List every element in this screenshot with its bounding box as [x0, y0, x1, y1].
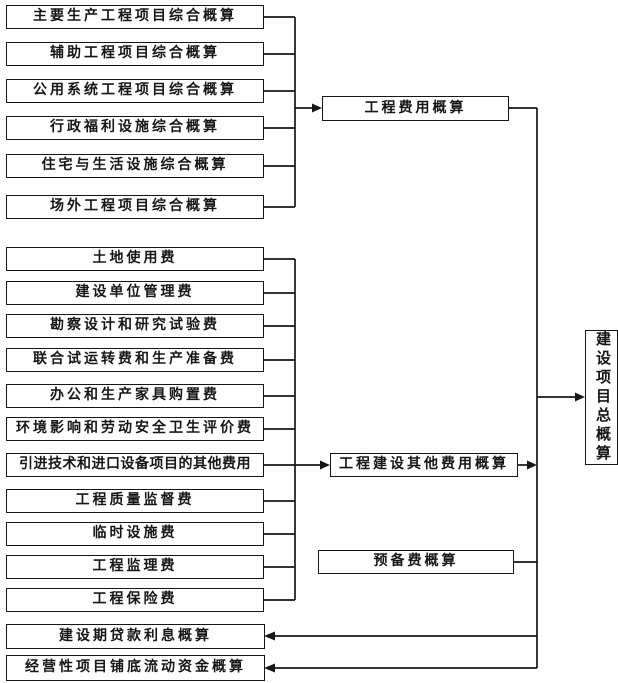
box-project-supervision-fee: 工程监理费 [6, 555, 264, 579]
box-project-insurance-fee: 工程保险费 [6, 588, 264, 612]
box-working-capital-estimate: 经营性项目铺底流动资金概算 [6, 655, 265, 681]
box-offsite-works-estimate: 场外工程项目综合概算 [6, 195, 264, 219]
box-main-production-estimate: 主要生产工程项目综合概算 [6, 5, 264, 29]
box-office-furniture-fee: 办公和生产家具购置费 [6, 384, 264, 408]
box-imported-tech-equipment-fee: 引进技术和进口设备项目的其他费用 [6, 453, 264, 477]
box-quality-supervision-fee: 工程质量监督费 [6, 489, 264, 513]
box-total-project-estimate: 建设项目总概算 [585, 330, 618, 465]
box-temporary-facilities-fee: 临时设施费 [6, 522, 264, 546]
box-reserve-fund-estimate: 预备费概算 [318, 550, 514, 574]
box-land-use-fee: 土地使用费 [6, 247, 264, 271]
box-loan-interest-estimate: 建设期贷款利息概算 [6, 624, 265, 649]
box-survey-design-research-fee: 勘察设计和研究试验费 [6, 314, 264, 338]
box-owner-management-fee: 建设单位管理费 [6, 281, 264, 305]
box-admin-welfare-estimate: 行政福利设施综合概算 [6, 116, 264, 140]
box-trial-run-production-prep-fee: 联合试运转费和生产准备费 [6, 348, 264, 372]
box-other-cost-estimate: 工程建设其他费用概算 [330, 453, 518, 477]
box-utility-systems-estimate: 公用系统工程项目综合概算 [6, 79, 264, 103]
box-housing-living-estimate: 住宅与生活设施综合概算 [6, 154, 264, 178]
box-env-safety-evaluation-fee: 环境影响和劳动安全卫生评价费 [6, 417, 264, 441]
box-auxiliary-works-estimate: 辅助工程项目综合概算 [6, 42, 264, 66]
box-engineering-cost-estimate: 工程费用概算 [322, 96, 509, 121]
